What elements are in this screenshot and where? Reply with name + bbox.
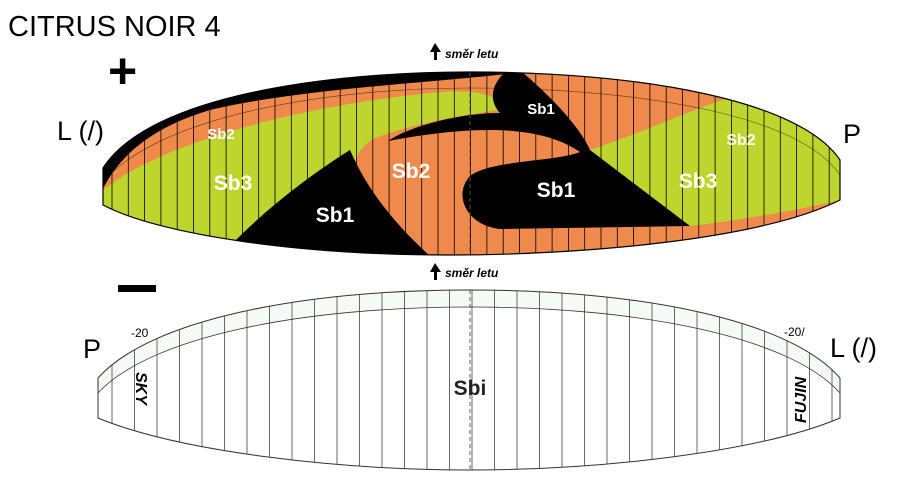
top-wing-outline: [102, 71, 841, 256]
wing-title: CITRUS NOIR 4: [8, 11, 221, 43]
left-cell-number: -20: [131, 326, 149, 340]
zone-label-sb2-right: Sb2: [726, 132, 755, 149]
zone-label-sb1-top: Sb1: [527, 101, 555, 118]
minus-sign: [118, 285, 156, 292]
leading-edge-line: [102, 87, 841, 183]
leading-edge-band: [98, 290, 840, 393]
arrow-up-icon: [430, 263, 441, 280]
zone-label-sbi: Sbi: [454, 377, 487, 400]
arrow-up-icon: [430, 43, 441, 60]
zone-label-sb3-left: Sb3: [214, 172, 253, 195]
direction-indicator-bottom: směr letu: [430, 263, 499, 280]
leading-edge-line: [97, 306, 841, 394]
zone-label-sb3-right: Sb3: [679, 170, 718, 193]
direction-indicator-top: směr letu: [430, 43, 499, 61]
direction-label: směr letu: [445, 266, 499, 280]
zone-label-sb1-center: Sb1: [537, 179, 576, 202]
bottom-wing: -20 -20/ Sbi SKY FUJIN P L (/): [83, 289, 877, 471]
direction-label: směr letu: [445, 47, 499, 61]
zone-label-sb2-center: Sb2: [392, 160, 431, 183]
zone-sb3-right: [590, 95, 840, 226]
zone-sb3-left: [103, 91, 500, 255]
zone-sb1-center: [388, 72, 690, 229]
zone-label-sb1-left: Sb1: [316, 204, 355, 227]
top-right-side-label: P: [843, 119, 861, 149]
bottom-left-side-label: P: [83, 334, 101, 364]
zone-label-sb2-left: Sb2: [207, 126, 235, 143]
bottom-wing-outline: [97, 289, 841, 471]
fujin-logo: FUJIN: [793, 376, 810, 423]
bottom-wing-fill: [98, 290, 840, 470]
top-left-side-label: L (/): [57, 116, 104, 146]
bottom-right-side-label: L (/): [830, 333, 877, 363]
zone-sb1-left: [232, 150, 432, 255]
top-wing: Sb2 Sb3 Sb1 Sb2 Sb1 Sb1 Sb3 Sb2 L (/) P: [57, 71, 861, 256]
right-cell-number: -20/: [784, 325, 805, 339]
plus-sign: +: [108, 43, 137, 99]
sky-logo: SKY: [132, 372, 149, 406]
